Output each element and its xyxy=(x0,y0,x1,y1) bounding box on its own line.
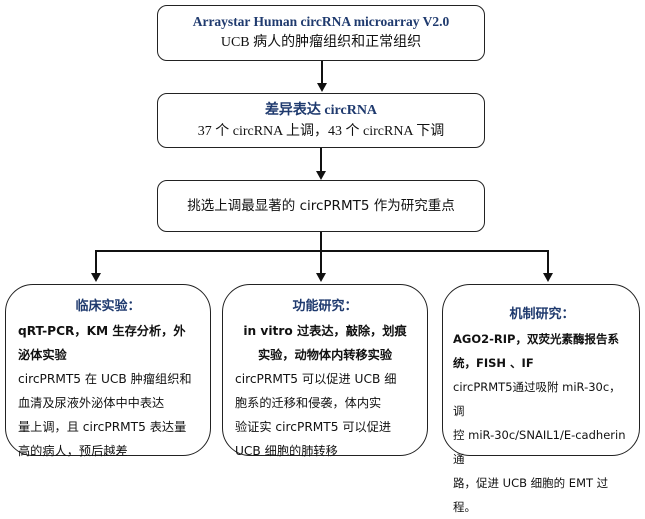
function-box: 功能研究： in vitro 过表达，敲除，划痕 实验，动物体内转移实验 cir… xyxy=(222,284,428,458)
mechanism-box: 机制研究： AGO2-RIP，双荧光素酶报告系 统，FISH 、IF circP… xyxy=(442,284,640,514)
finding-line: 胞系的迁移和侵袭，体内实 xyxy=(235,396,382,410)
arrow-head xyxy=(317,83,327,92)
step-subtitle: 37 个 circRNA 上调，43 个 circRNA 下调 xyxy=(197,124,445,139)
method-line: qRT-PCR，KM 生存分析，外 xyxy=(18,324,186,338)
step-microarray: Arraystar Human circRNA microarray V2.0 … xyxy=(157,5,485,61)
finding-line: 路，促进 UCB 细胞的 EMT 过程。 xyxy=(453,476,609,514)
finding-line: 验证实 circPRMT5 可以促进 xyxy=(235,420,392,434)
arrow-head xyxy=(316,273,326,282)
method-line: in vitro 过表达，敲除，划痕 xyxy=(243,324,407,338)
step-title: 差异表达 circRNA xyxy=(264,103,378,118)
step-differential: 差异表达 circRNA 37 个 circRNA 上调，43 个 circRN… xyxy=(157,93,485,148)
finding-line: 血清及尿液外泌体中中表达 xyxy=(18,396,165,410)
finding-line: 高的病人，预后越差 xyxy=(18,444,128,458)
step-select: 挑选上调最显著的 circPRMT5 作为研究重点 xyxy=(157,180,485,232)
finding-line: 控 miR-30c/SNAIL1/E-cadherin通 xyxy=(453,428,626,466)
arrow-head xyxy=(543,273,553,282)
connector xyxy=(320,250,322,274)
step-text: 挑选上调最显著的 circPRMT5 作为研究重点 xyxy=(187,198,455,214)
finding-line: UCB 细胞的肺转移 xyxy=(235,444,338,458)
finding-line: circPRMT5 在 UCB 肿瘤组织和 xyxy=(18,372,192,386)
method-line: AGO2-RIP，双荧光素酶报告系 xyxy=(453,332,619,346)
finding-line: circPRMT5 可以促进 UCB 细 xyxy=(235,372,397,386)
method-line: 统，FISH 、IF xyxy=(453,356,534,370)
box-title: 机制研究： xyxy=(509,307,575,322)
step-title: Arraystar Human circRNA microarray V2.0 xyxy=(192,14,450,29)
box-title: 临床实验： xyxy=(75,299,141,314)
connector xyxy=(320,148,322,173)
arrow-head xyxy=(91,273,101,282)
connector xyxy=(321,61,323,85)
clinical-box: 临床实验： qRT-PCR，KM 生存分析，外 泌体实验 circPRMT5 在… xyxy=(5,284,211,458)
arrow-head xyxy=(316,171,326,180)
method-line: 实验，动物体内转移实验 xyxy=(257,348,393,362)
finding-line: circPRMT5通过吸附 miR-30c，调 xyxy=(453,380,621,418)
connector xyxy=(547,250,549,274)
connector xyxy=(95,250,97,274)
finding-line: 量上调，且 circPRMT5 表达量 xyxy=(18,420,187,434)
step-subtitle: UCB 病人的肿瘤组织和正常组织 xyxy=(220,35,422,50)
box-title: 功能研究： xyxy=(292,299,358,314)
method-line: 泌体实验 xyxy=(18,348,67,362)
connector xyxy=(320,232,322,251)
